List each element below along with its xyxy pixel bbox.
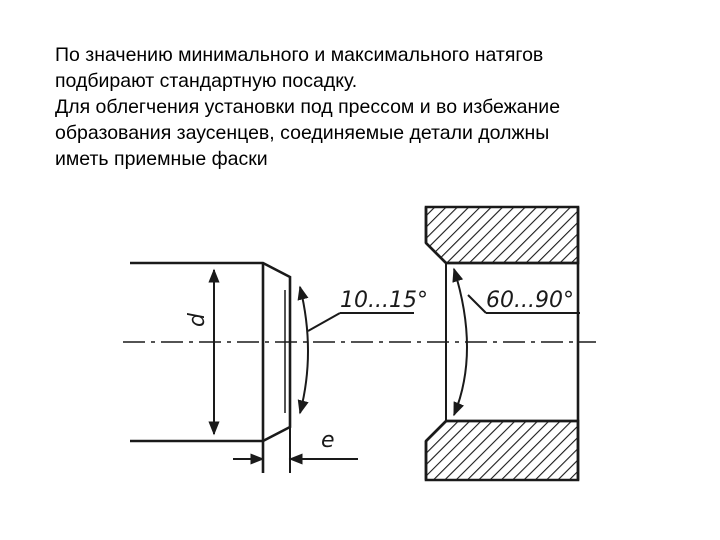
slide-text: По значению минимального и максимального… — [55, 42, 695, 172]
chamfer-length-label: e — [321, 428, 335, 453]
shaft-angle-dimension — [297, 285, 414, 415]
diameter-label: d — [185, 312, 210, 327]
hole-angle-label: 60...90° — [486, 288, 574, 313]
shaft-outline — [130, 261, 292, 443]
hole-drawing — [424, 205, 580, 482]
shaft-drawing — [130, 261, 292, 473]
text-line-2: подбирают стандартную посадку. — [55, 70, 358, 92]
hole-angle-dimension — [452, 267, 580, 417]
diameter-dimension: d — [185, 268, 220, 436]
text-line-4: образования заусенцев, соединяемые детал… — [55, 122, 550, 144]
text-line-1: По значению минимального и максимального… — [55, 44, 544, 66]
chamfer-drawing: d 10...15° e — [118, 195, 598, 485]
hole-wall-upper — [424, 205, 580, 265]
chamfer-drawing-svg: d 10...15° e — [123, 205, 596, 482]
shaft-angle-label: 10...15° — [340, 288, 428, 313]
text-line-5: иметь приемные фаски — [55, 148, 268, 170]
text-line-3: Для облегчения установки под прессом и в… — [55, 96, 561, 118]
hole-wall-lower — [424, 419, 580, 482]
